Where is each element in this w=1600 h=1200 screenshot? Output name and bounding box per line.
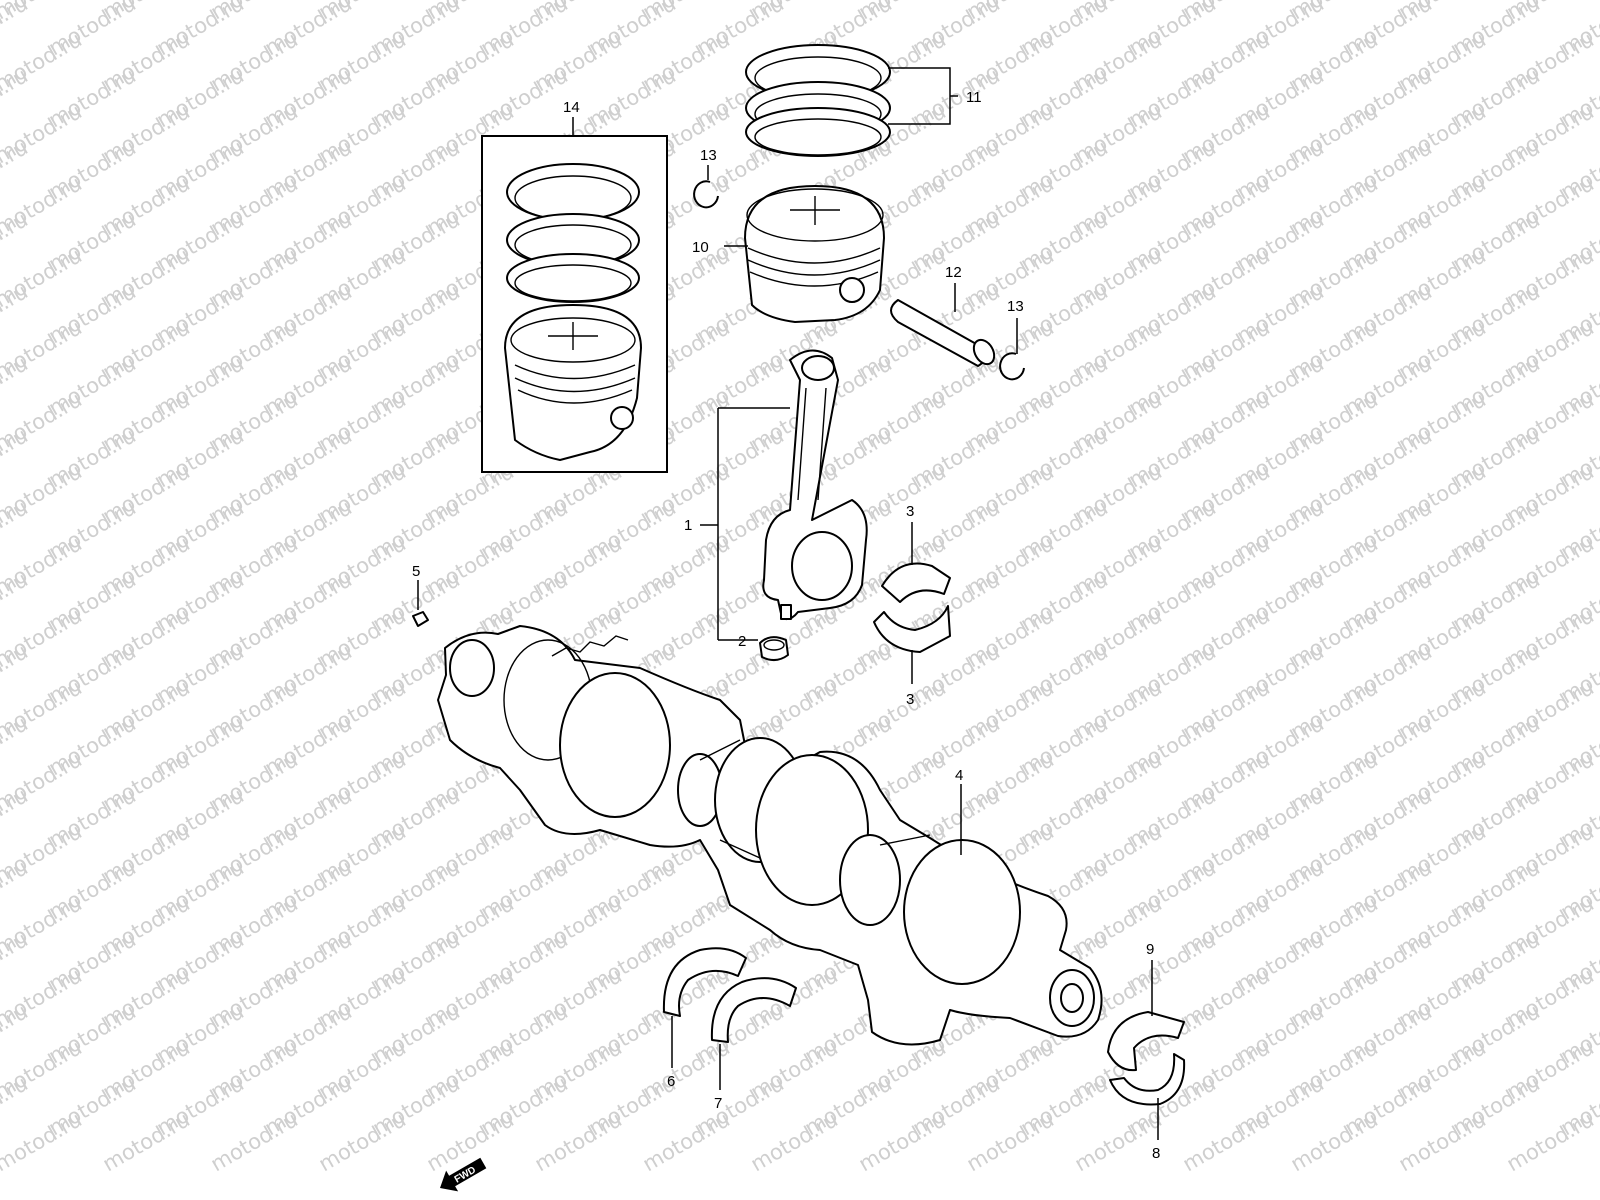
piston-rings-11[interactable] — [745, 44, 891, 157]
conrod-bearing-3-upper[interactable] — [881, 562, 951, 603]
watermark-text: motod.ru — [1503, 1107, 1598, 1176]
piston-pin-circlip-13-lower[interactable] — [999, 352, 1025, 381]
conrod-bearing-3-lower[interactable] — [873, 605, 951, 653]
watermark-text: motod.ru — [0, 1107, 86, 1176]
callout-11: 11 — [966, 89, 982, 106]
callout-14: 14 — [563, 99, 580, 116]
callout-3-upper: 3 — [906, 503, 914, 520]
watermark-text: motod.ru — [1179, 1107, 1274, 1176]
fwd-label: FWD — [453, 1165, 478, 1186]
watermark-text: motod.ru — [531, 1107, 626, 1176]
watermark-text: motod.ru — [855, 1107, 950, 1176]
watermark-text: motod.ru — [747, 1107, 842, 1176]
callout-6: 6 — [667, 1073, 675, 1090]
callout-13-lower: 13 — [1007, 298, 1024, 315]
fwd-arrow-icon — [440, 1157, 487, 1192]
watermark-text: motod.ru — [639, 1107, 734, 1176]
watermark-text: motod.ru — [315, 1107, 410, 1176]
callout-13-upper: 13 — [700, 147, 717, 164]
piston-pin-12[interactable] — [890, 299, 998, 368]
callout-7: 7 — [714, 1095, 722, 1112]
callout-8: 8 — [1152, 1145, 1160, 1162]
callout-10: 10 — [692, 239, 709, 256]
piston-kit-14[interactable] — [481, 135, 668, 473]
callout-9: 9 — [1146, 941, 1154, 958]
watermark-text: motod.ru — [1071, 1107, 1166, 1176]
callout-4: 4 — [955, 767, 963, 784]
callout-labels: 1 2 3 3 4 5 6 7 8 9 10 11 12 13 13 14 — [412, 89, 1160, 1162]
watermark-text: motod.ru — [0, 0, 32, 60]
watermark-text: motod.ru — [1395, 1107, 1490, 1176]
piston-pin-circlip-13-upper[interactable] — [693, 180, 719, 209]
crankshaft-key-5[interactable] — [412, 611, 429, 627]
callout-3-lower: 3 — [906, 691, 914, 708]
main-bearing-8[interactable] — [1109, 1053, 1186, 1106]
piston-10[interactable] — [744, 185, 885, 323]
watermark-text: motod.ru — [1287, 1107, 1382, 1176]
main-bearing-9[interactable] — [1107, 1011, 1185, 1072]
callout-12: 12 — [945, 264, 962, 281]
thrust-washer-7[interactable] — [710, 977, 797, 1043]
crankshaft-4[interactable] — [437, 625, 1103, 1046]
callout-1: 1 — [684, 517, 692, 534]
callout-5: 5 — [412, 563, 420, 580]
watermark-text: motod.ru — [207, 1107, 302, 1176]
thrust-washer-6[interactable] — [662, 947, 747, 1017]
leader-lines — [417, 67, 1159, 1140]
watermark-text: motod.ru — [963, 1107, 1058, 1176]
watermark-text: motod.ru — [99, 1107, 194, 1176]
conrod-nut-2[interactable] — [759, 636, 789, 661]
connecting-rod-1[interactable] — [762, 349, 868, 621]
callout-2: 2 — [738, 633, 746, 650]
